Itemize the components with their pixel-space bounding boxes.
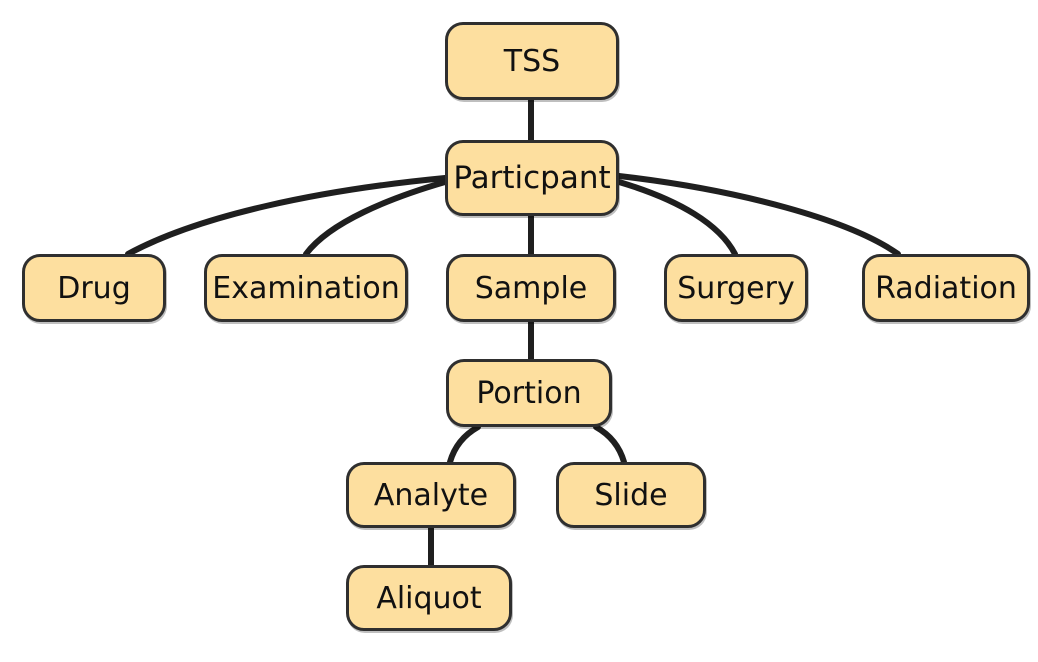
edge-participant-surgery [616, 179, 738, 257]
node-label: Drug [57, 270, 131, 306]
node-tss: TSS [445, 22, 619, 100]
node-drug: Drug [22, 254, 166, 322]
node-analyte: Analyte [346, 462, 516, 528]
node-label: Aliquot [376, 580, 482, 616]
node-surgery: Surgery [664, 254, 808, 322]
node-radiation: Radiation [862, 254, 1030, 322]
node-label: Sample [474, 270, 588, 306]
node-sample: Sample [446, 254, 616, 322]
node-label: TSS [503, 43, 561, 79]
node-label: Surgery [677, 270, 795, 306]
node-aliquot: Aliquot [346, 565, 512, 631]
edge-participant-drug [125, 175, 448, 257]
edge-portion-slide [593, 424, 627, 465]
node-participant: Particpant [445, 140, 619, 216]
edge-portion-analyte [447, 424, 481, 465]
node-label: Particpant [453, 160, 611, 196]
node-label: Analyte [373, 477, 489, 513]
node-slide: Slide [556, 462, 706, 528]
node-label: Radiation [875, 270, 1017, 306]
node-label: Examination [212, 270, 400, 306]
edge-participant-radiation [616, 173, 901, 257]
node-label: Slide [594, 477, 668, 513]
edge-participant-examination [303, 179, 448, 257]
node-portion: Portion [446, 359, 612, 427]
node-label: Portion [476, 375, 582, 411]
node-examination: Examination [204, 254, 408, 322]
